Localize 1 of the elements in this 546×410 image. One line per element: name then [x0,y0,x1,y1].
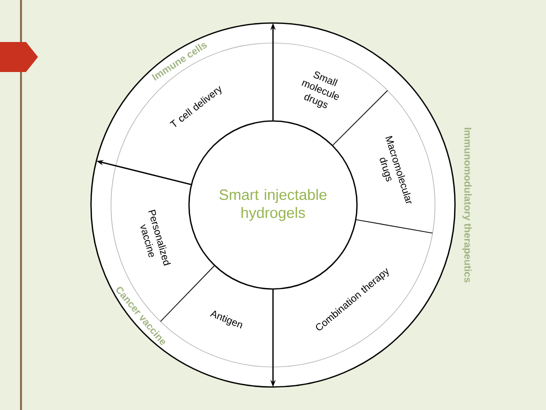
category-label: Immunomodulatory therapeutics [462,128,472,282]
